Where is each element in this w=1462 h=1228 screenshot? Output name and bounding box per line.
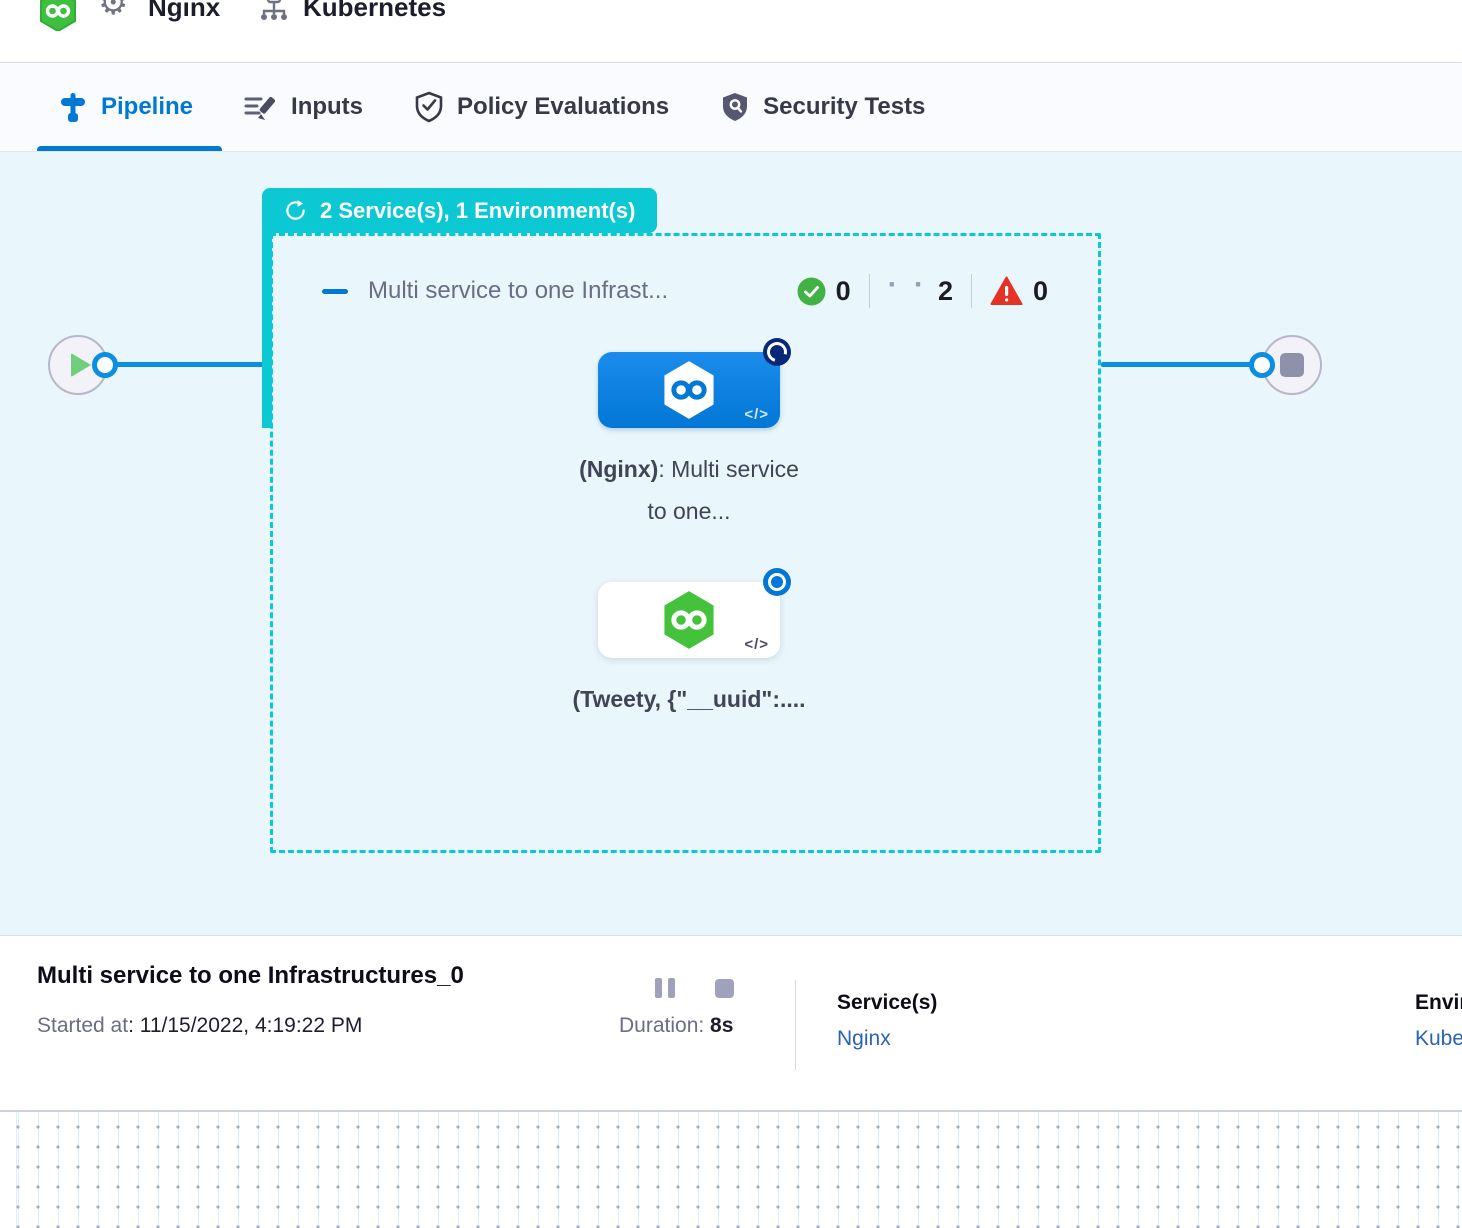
- stage-services-badge[interactable]: 2 Service(s), 1 Environment(s): [262, 188, 658, 233]
- running-count: 2: [937, 275, 953, 306]
- step-label-tweety: (Tweety, {"__uuid":....: [572, 686, 806, 712]
- running-dots-icon: · ·: [887, 268, 928, 301]
- environment-icon: [260, 0, 288, 22]
- pipeline-canvas[interactable]: 2 Service(s), 1 Environment(s) Multi ser…: [0, 152, 1462, 935]
- step-label-bold: (Nginx): [579, 456, 659, 482]
- services-label: Service(s): [837, 991, 938, 1014]
- execution-summary-bar: Multi service to one Infrastructures_0 S…: [0, 935, 1462, 1110]
- environments-value-link[interactable]: Kubernetes: [1415, 1027, 1462, 1050]
- breadcrumb-pipeline-name[interactable]: Nginx: [148, 0, 221, 22]
- services-value-link[interactable]: Nginx: [837, 1027, 891, 1050]
- inputs-icon: [244, 92, 278, 122]
- pipeline-gear-icon: ⚙: [98, 0, 129, 22]
- execution-title: Multi service to one Infrastructures_0: [37, 962, 464, 989]
- stop-execution-button[interactable]: [715, 979, 734, 998]
- started-at: Started at: 11/15/2022, 4:19:22 PM: [37, 1014, 362, 1038]
- failed-count: 0: [1032, 275, 1048, 306]
- count-divider: [970, 274, 972, 308]
- code-icon: </>: [744, 406, 769, 423]
- stop-icon: [1280, 353, 1304, 377]
- tab-inputs[interactable]: Inputs: [244, 92, 363, 122]
- active-tab-underline: [37, 146, 222, 151]
- log-grid-area: [0, 1110, 1462, 1228]
- stage-badge-label: 2 Service(s), 1 Environment(s): [320, 197, 636, 223]
- pipeline-start-node: [48, 335, 108, 395]
- breadcrumb-environment-name[interactable]: Kubernetes: [303, 0, 447, 22]
- footer-divider: [795, 980, 796, 1070]
- services-column: Service(s) Nginx: [837, 991, 937, 1051]
- step-node-tweety[interactable]: </>: [598, 582, 780, 658]
- tab-inputs-label: Inputs: [291, 93, 364, 120]
- edge-start-to-stage: [105, 362, 263, 367]
- collapse-stage-button[interactable]: [322, 288, 348, 294]
- duration: Duration: 8s: [619, 1014, 733, 1038]
- harness-service-icon: [663, 591, 715, 649]
- shield-scan-icon: [720, 91, 750, 123]
- count-divider: [868, 274, 870, 308]
- step-label-rest: : Multi service to one...: [647, 456, 799, 524]
- stage-status-counts: 0 · · 2 0: [797, 268, 1048, 308]
- started-at-value: : 11/15/2022, 4:19:22 PM: [128, 1014, 363, 1037]
- duration-label: Duration:: [619, 1014, 711, 1037]
- refresh-cycle-icon: [284, 199, 307, 222]
- end-connector-port: [1249, 352, 1275, 378]
- environments-column: Environment(s) Kubernetes: [1415, 991, 1462, 1051]
- environments-label: Environment(s): [1415, 991, 1462, 1014]
- edge-stage-to-end: [1101, 362, 1253, 367]
- tab-pipeline[interactable]: Pipeline: [58, 91, 193, 123]
- step-label-nginx: (Nginx): Multi service to one...: [571, 448, 807, 532]
- step-running-spinner-badge: [763, 338, 791, 366]
- started-at-label: Started at: [37, 1014, 129, 1037]
- harness-service-icon: [663, 361, 715, 419]
- tab-policy-evaluations[interactable]: Policy Evaluations: [414, 91, 669, 123]
- tab-policy-label: Policy Evaluations: [457, 93, 670, 120]
- warning-triangle-icon: [990, 276, 1023, 306]
- stage-group-box[interactable]: [270, 233, 1101, 853]
- tab-bar: Pipeline Inputs: [0, 63, 1462, 152]
- code-icon: </>: [744, 636, 769, 653]
- start-connector-port: [92, 352, 118, 378]
- stage-title: Multi service to one Infrast...: [368, 277, 669, 304]
- tab-security-label: Security Tests: [763, 93, 926, 120]
- play-icon: [70, 353, 91, 377]
- breadcrumb-bar: ⚙ Nginx Kubernetes: [0, 0, 1462, 63]
- tab-pipeline-label: Pipeline: [101, 93, 194, 120]
- stage-header: Multi service to one Infrast... 0 · · 2: [322, 268, 1048, 314]
- step-queued-badge: [763, 568, 791, 596]
- pipeline-icon: [58, 91, 88, 123]
- stage-selection-bar: [262, 230, 272, 428]
- duration-value: 8s: [710, 1014, 734, 1037]
- success-count: 0: [835, 275, 851, 306]
- tab-security-tests[interactable]: Security Tests: [720, 91, 925, 123]
- pause-execution-button[interactable]: [655, 978, 675, 998]
- harness-logo-icon: [40, 0, 76, 31]
- step-node-nginx[interactable]: </>: [598, 352, 780, 428]
- success-check-icon: [797, 277, 826, 306]
- shield-check-icon: [414, 91, 444, 123]
